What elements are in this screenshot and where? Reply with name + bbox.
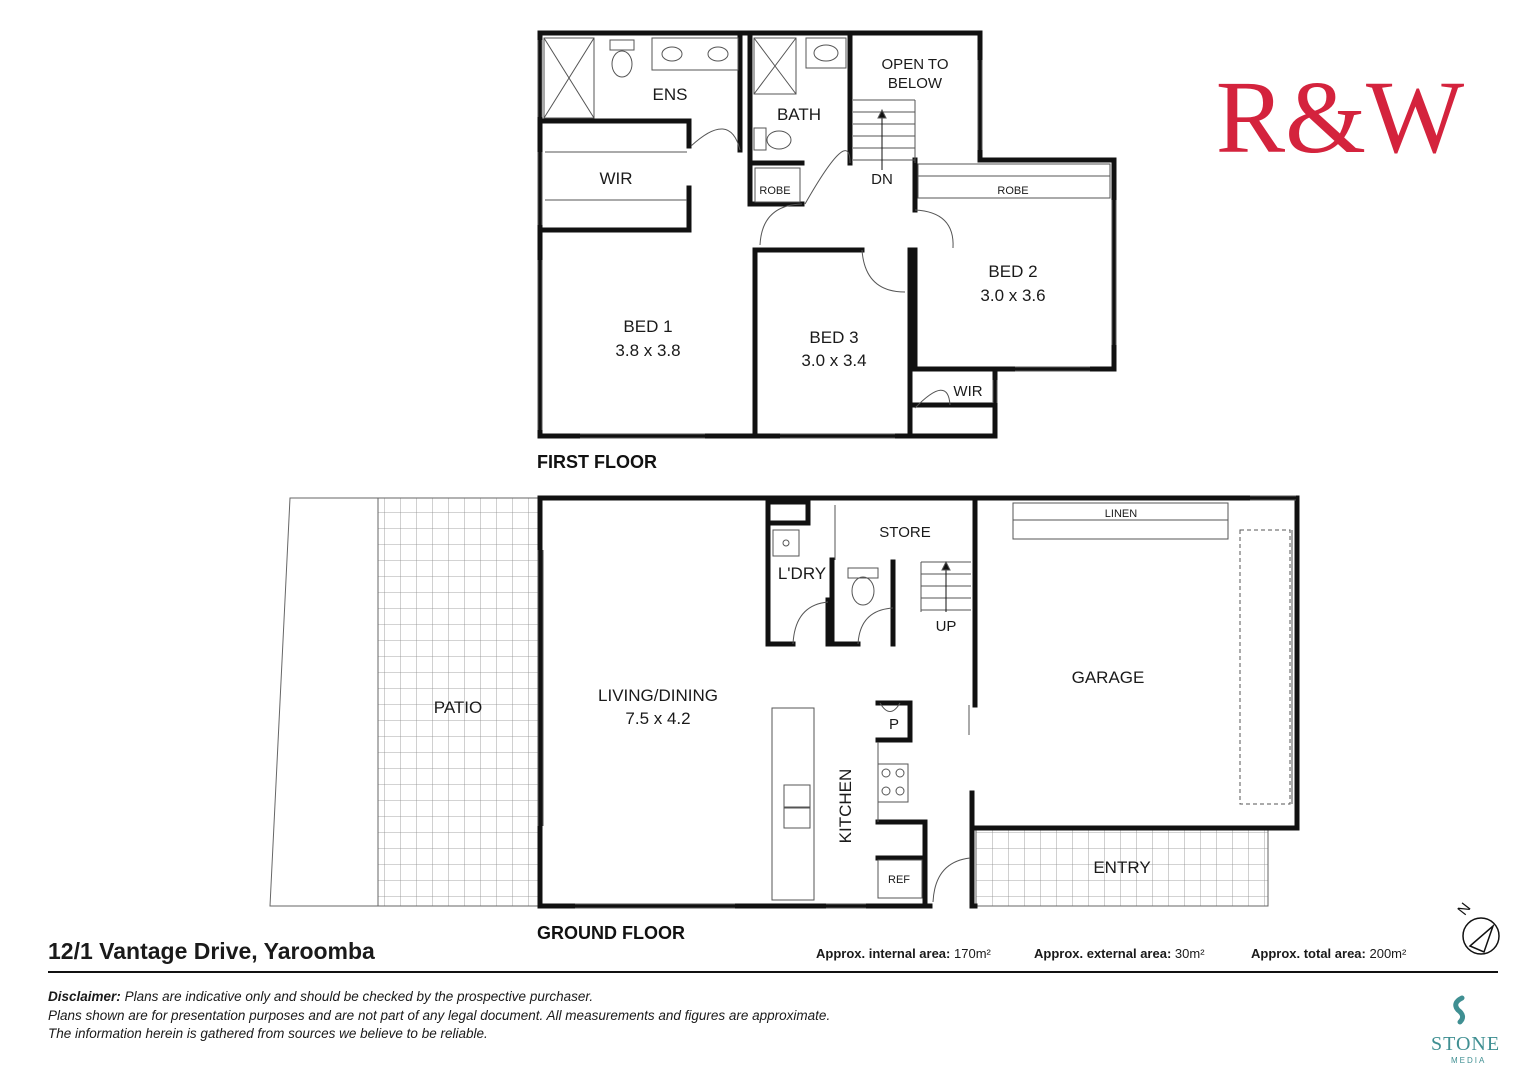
stone-media-wordmark: STONE xyxy=(1431,1033,1501,1055)
first-floor-details xyxy=(537,37,1117,439)
external-area-value: 30m² xyxy=(1174,946,1205,961)
room-garage: GARAGE xyxy=(1072,668,1145,687)
room-bed1-size: 3.8 x 3.8 xyxy=(615,341,680,360)
ground-floor-details xyxy=(537,495,1296,909)
disclaimer-label: Disclaimer: xyxy=(48,989,121,1004)
entry-tiles xyxy=(975,829,1269,907)
total-area-label: Approx. total area: xyxy=(1251,946,1366,961)
room-wir-bed1: WIR xyxy=(599,169,632,188)
compass-n-label: N xyxy=(1454,900,1474,919)
room-bath: BATH xyxy=(777,105,821,124)
disclaimer-line2: Plans shown are for presentation purpose… xyxy=(48,1007,831,1023)
room-bed2-size: 3.0 x 3.6 xyxy=(980,286,1045,305)
room-kitchen: KITCHEN xyxy=(836,769,855,844)
first-floor-title: FIRST FLOOR xyxy=(537,452,657,472)
room-living-size: 7.5 x 4.2 xyxy=(625,709,690,728)
room-entry: ENTRY xyxy=(1093,858,1150,877)
room-open-to-below-line2: BELOW xyxy=(888,75,943,92)
room-laundry: L'DRY xyxy=(778,564,826,583)
stone-media-logo-icon xyxy=(1453,995,1466,1025)
internal-area-value: 170m² xyxy=(954,946,991,961)
disclaimer-line1: Plans are indicative only and should be … xyxy=(124,989,594,1004)
ground-floor-title: GROUND FLOOR xyxy=(537,923,685,943)
room-wir-bed3: WIR xyxy=(953,383,982,400)
ground-floor-plan xyxy=(537,495,1300,909)
room-bed2-name: BED 2 xyxy=(988,262,1037,281)
north-arrow-icon: N xyxy=(1454,900,1500,955)
internal-area: Approx. internal area: 170m² xyxy=(816,946,991,961)
room-ens: ENS xyxy=(653,85,688,104)
disclaimer: Disclaimer: Plans are indicative only an… xyxy=(48,988,830,1044)
room-open-to-below-line1: OPEN TO xyxy=(882,56,949,73)
room-bed3-name: BED 3 xyxy=(809,328,858,347)
property-address: 12/1 Vantage Drive, Yaroomba xyxy=(48,938,375,964)
room-living-name: LIVING/DINING xyxy=(598,686,718,705)
first-floor-plan xyxy=(537,30,1117,439)
stairs-down-label: DN xyxy=(871,171,893,188)
external-area-label: Approx. external area: xyxy=(1034,946,1172,961)
room-linen: LINEN xyxy=(1105,508,1137,520)
room-robe-bath: ROBE xyxy=(759,185,790,197)
room-store: STORE xyxy=(879,524,930,541)
external-area: Approx. external area: 30m² xyxy=(1034,946,1205,961)
total-area: Approx. total area: 200m² xyxy=(1251,946,1406,961)
room-pantry: P xyxy=(889,716,899,733)
rw-logo: R&W xyxy=(1216,60,1464,175)
patio-tiles xyxy=(377,497,539,907)
room-robe-bed2: ROBE xyxy=(997,185,1028,197)
room-bed3-size: 3.0 x 3.4 xyxy=(801,351,866,370)
room-patio: PATIO xyxy=(434,698,483,717)
room-bed1-name: BED 1 xyxy=(623,317,672,336)
internal-area-label: Approx. internal area: xyxy=(816,946,951,961)
stairs-up-label: UP xyxy=(936,618,957,635)
fridge-label: REF xyxy=(888,874,910,886)
disclaimer-line3: The information herein is gathered from … xyxy=(48,1026,488,1041)
stone-media-subtitle: MEDIA xyxy=(1451,1056,1487,1065)
footer-divider xyxy=(48,971,1498,973)
total-area-value: 200m² xyxy=(1369,946,1407,961)
